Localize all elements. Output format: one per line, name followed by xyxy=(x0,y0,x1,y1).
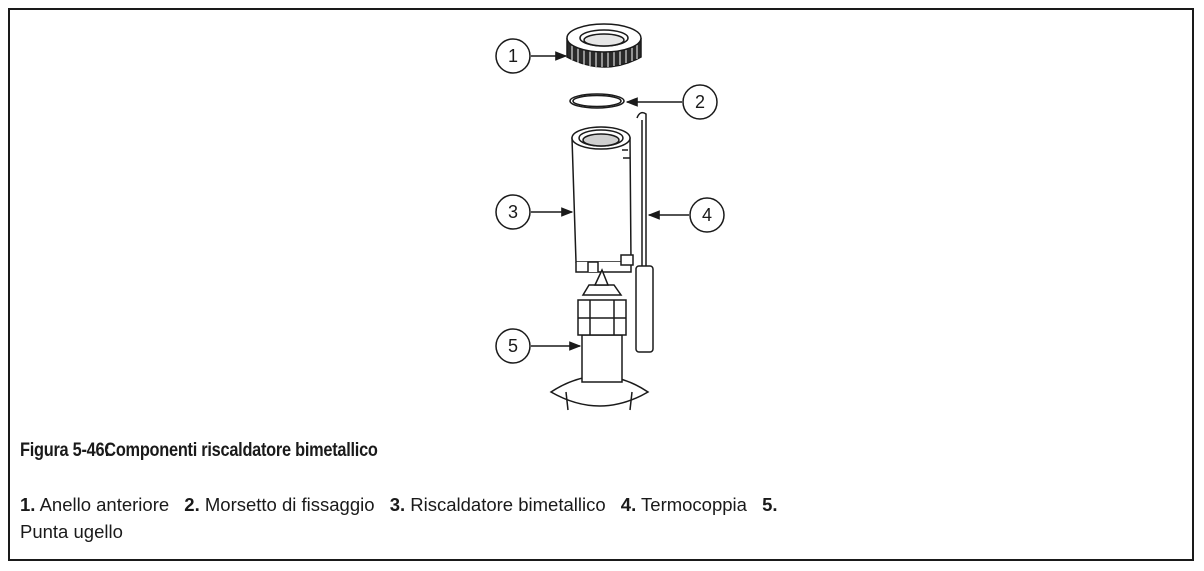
parts-legend: 1. Anello anteriore 2. Morsetto di fissa… xyxy=(20,491,800,545)
legend-item: 2. Morsetto di fissaggio xyxy=(184,494,375,515)
figure-frame xyxy=(8,8,1194,561)
legend-item: 5. Punta ugello xyxy=(20,494,778,542)
callout-4: 4 xyxy=(689,197,725,233)
legend-item: 4. Termocoppia xyxy=(620,494,747,515)
exploded-diagram: 1 2 3 4 5 xyxy=(495,23,725,411)
callout-1: 1 xyxy=(495,38,531,74)
svg-text:5: 5 xyxy=(508,336,518,356)
bimetallic-heater xyxy=(571,126,634,273)
figure-caption: Figura 5-46:Componenti riscaldatore bime… xyxy=(20,440,378,462)
thermocouple xyxy=(635,111,654,353)
svg-text:4: 4 xyxy=(702,205,712,225)
callout-2: 2 xyxy=(682,84,718,120)
legend-item: 3. Riscaldatore bimetallico xyxy=(389,494,606,515)
svg-text:1: 1 xyxy=(508,46,518,66)
front-ring xyxy=(566,23,642,68)
retaining-clip xyxy=(569,93,625,109)
nozzle-tip xyxy=(549,268,650,411)
caption-number: Figura 5-46: xyxy=(20,440,110,461)
legend-item: 1. Anello anteriore xyxy=(20,494,170,515)
caption-title: Componenti riscaldatore bimetallico xyxy=(104,440,378,461)
svg-text:3: 3 xyxy=(508,202,518,222)
callout-5: 5 xyxy=(495,328,531,364)
callout-3: 3 xyxy=(495,194,531,230)
svg-text:2: 2 xyxy=(695,92,705,112)
